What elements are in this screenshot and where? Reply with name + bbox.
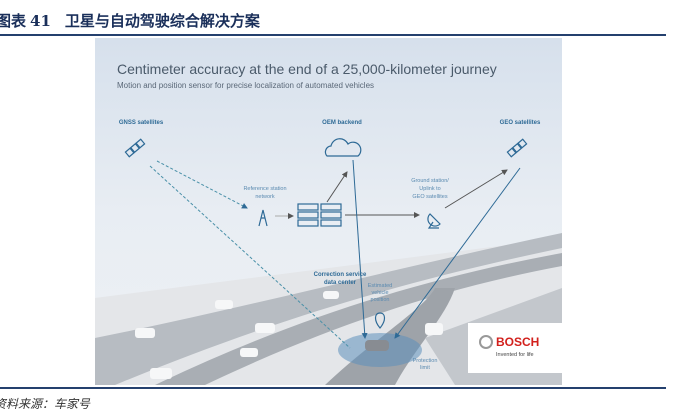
label-gnss: GNSS satellites xyxy=(119,120,164,126)
label-est1: Estimated xyxy=(368,283,392,289)
label-est2: vehicle xyxy=(371,290,388,296)
label-ground2: Uplink to xyxy=(419,186,440,192)
gnss-satellite-icon xyxy=(124,138,146,158)
dish-icon xyxy=(427,213,441,229)
logo-tagline: Invented for life xyxy=(496,352,534,358)
geo-satellite-icon xyxy=(506,138,528,158)
subheadline: Motion and position sensor for precise l… xyxy=(117,81,374,90)
label-geo: GEO satellites xyxy=(500,120,541,126)
headline: Centimeter accuracy at the end of a 25,0… xyxy=(117,61,497,77)
label-oem: OEM backend xyxy=(322,120,362,126)
vehicle-icon xyxy=(365,340,389,351)
label-est3: position xyxy=(371,297,390,303)
label-prot2: limit xyxy=(420,365,430,371)
label-datacenter: data center xyxy=(324,280,357,286)
logo-brand: BOSCH xyxy=(496,335,539,349)
top-rule xyxy=(0,34,666,36)
label-ground1: Ground station/ xyxy=(411,178,449,184)
label-ground3: GEO satellites xyxy=(412,194,447,200)
tower-icon xyxy=(258,209,268,227)
bottom-rule xyxy=(0,387,666,389)
label-ref1: Reference station xyxy=(243,186,286,192)
label-ref2: network xyxy=(255,194,275,200)
caption-title: 卫星与自动驾驶综合解决方案 xyxy=(64,12,260,30)
label-prot1: Protection xyxy=(413,358,438,364)
source-note: 资料来源：车家号 xyxy=(0,397,91,411)
caption-number: 41 xyxy=(30,12,51,30)
cloud-icon xyxy=(324,138,362,157)
server-icon xyxy=(297,203,342,227)
location-pin-icon xyxy=(374,312,386,329)
label-correction: Correction service xyxy=(314,272,367,278)
bosch-logo: BOSCH Invented for life xyxy=(468,323,562,373)
figure-diagram: Centimeter accuracy at the end of a 25,0… xyxy=(95,38,562,385)
caption-label: 图表 xyxy=(0,12,27,30)
